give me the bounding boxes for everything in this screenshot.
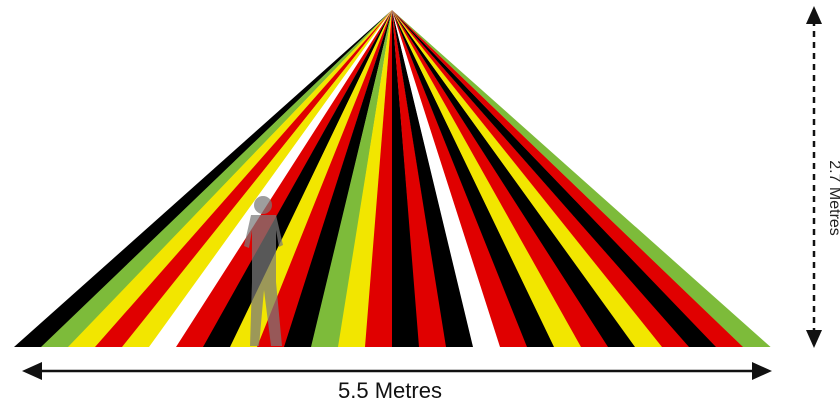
stripe-black	[203, 10, 392, 347]
stripe-red	[257, 10, 392, 347]
human-scale-figure-icon	[244, 196, 283, 346]
striped-pyramid	[14, 10, 771, 347]
height-label: 2.7 Metres	[826, 160, 840, 236]
stripe-red	[365, 10, 393, 347]
stripe-yellow	[68, 10, 392, 347]
stripe-black	[284, 10, 392, 347]
height-dimension-arrow	[806, 6, 822, 348]
stripe-green	[311, 10, 392, 347]
stripe-white	[149, 10, 392, 347]
width-dimension-arrow	[22, 362, 772, 380]
stripe-green	[41, 10, 392, 347]
stripe-red	[176, 10, 392, 347]
stripe-black	[14, 10, 392, 347]
stripe-green	[392, 10, 771, 347]
stripe-red	[95, 10, 392, 347]
stripe-yellow	[122, 10, 392, 347]
width-label: 5.5 Metres	[338, 378, 442, 403]
stripe-yellow	[338, 10, 392, 347]
